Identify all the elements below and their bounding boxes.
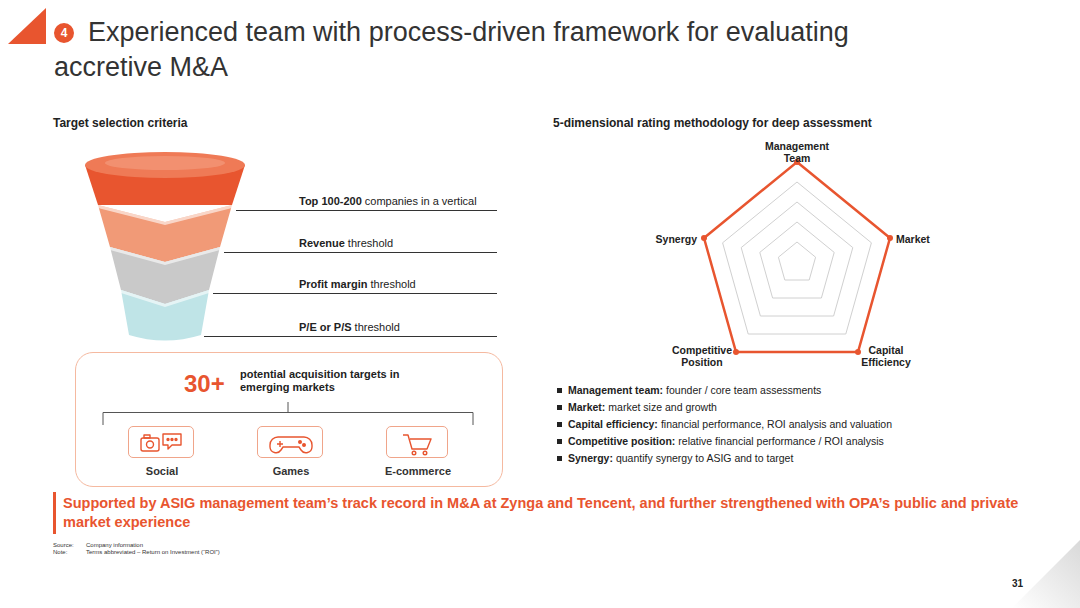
footnote: Source: [53, 542, 74, 548]
criteria-text: threshold [348, 237, 393, 249]
axis-label: Capital Efficiency [850, 344, 922, 368]
bullet-text: market size and growth [608, 401, 717, 413]
corner-mark [8, 8, 46, 44]
funnel-band: Profit marginthreshold [85, 252, 497, 293]
bullet-term: Competitive position: [568, 435, 675, 447]
social-icon [129, 427, 192, 456]
footnote: Note: [53, 549, 67, 555]
icon-label: Social [109, 465, 215, 477]
bullet-term: Management team: [568, 384, 663, 396]
axis-label: Market [896, 233, 930, 245]
funnel [85, 152, 245, 341]
axis-label: Synergy [627, 233, 697, 245]
key-message: Supported by ASIG management team’s trac… [63, 494, 1038, 532]
criteria-term: P/E or P/S [299, 321, 352, 333]
bullet-text: quantify synergy to ASIG and to target [616, 452, 793, 464]
criteria-text: threshold [370, 278, 415, 290]
criteria-line: Profit marginthreshold [299, 278, 416, 290]
criteria-line: P/E or P/Sthreshold [299, 321, 400, 333]
bullet-item: Synergy:quantify synergy to ASIG and to … [556, 452, 793, 464]
section-number-text: 4 [54, 23, 74, 43]
criteria-line: Top 100-200companies in a vertical [299, 195, 477, 207]
bullet-text: relative financial performance / ROI ana… [678, 435, 883, 447]
footnote: Terms abbreviated – Return on Investment… [86, 549, 220, 555]
criteria-line: Revenuethreshold [299, 237, 393, 249]
bullet-item: Capital efficiency:financial performance… [556, 418, 892, 430]
icon-box: Games [257, 426, 323, 458]
icon-label: Games [238, 465, 344, 477]
criteria-term: Profit margin [299, 278, 367, 290]
section-heading: Target selection criteria [53, 116, 188, 130]
target-count: 30+ [184, 370, 225, 398]
bullet-term: Market: [568, 401, 605, 413]
icon-box: Social [128, 426, 194, 458]
games-icon [258, 427, 321, 456]
leader-lines [204, 211, 497, 337]
corner-fold [1012, 540, 1080, 608]
funnel-band: P/E or P/Sthreshold [85, 293, 497, 336]
criteria-term: Top 100-200 [299, 195, 362, 207]
axis-label: Competitive Position [664, 344, 740, 368]
section-heading: 5-dimensional rating methodology for dee… [553, 116, 872, 130]
slide-title: Experienced team with process-driven fra… [54, 15, 954, 85]
bullet-text: founder / core team assessments [666, 384, 821, 396]
criteria-text: companies in a vertical [365, 195, 477, 207]
radar-chart [701, 159, 893, 355]
cart-icon [387, 427, 450, 456]
funnel-band: Revenuethreshold [85, 210, 497, 252]
funnel-band: Top 100-200companies in a vertical [85, 165, 497, 210]
target-description: potential acquisition targets in emergin… [240, 368, 405, 394]
axis-label: Management Team [757, 140, 837, 164]
bullet-item: Market:market size and growth [556, 401, 717, 413]
bullet-term: Capital efficiency: [568, 418, 658, 430]
bullet-text: financial performance, ROI analysis and … [661, 418, 892, 430]
section-number: 4 [52, 21, 76, 45]
targets-box: 30+ potential acquisition targets in emer… [75, 352, 503, 487]
accent-bar [53, 492, 56, 534]
criteria-term: Revenue [299, 237, 345, 249]
criteria-text: threshold [355, 321, 400, 333]
bullet-item: Management team:founder / core team asse… [556, 384, 821, 396]
icon-label: E-commerce [367, 465, 469, 477]
bullet-term: Synergy: [568, 452, 613, 464]
page-number: 31 [1012, 578, 1023, 589]
footnote: Company information [86, 542, 143, 548]
bullet-item: Competitive position:relative financial … [556, 435, 884, 447]
icon-box: E-commerce [386, 426, 448, 458]
